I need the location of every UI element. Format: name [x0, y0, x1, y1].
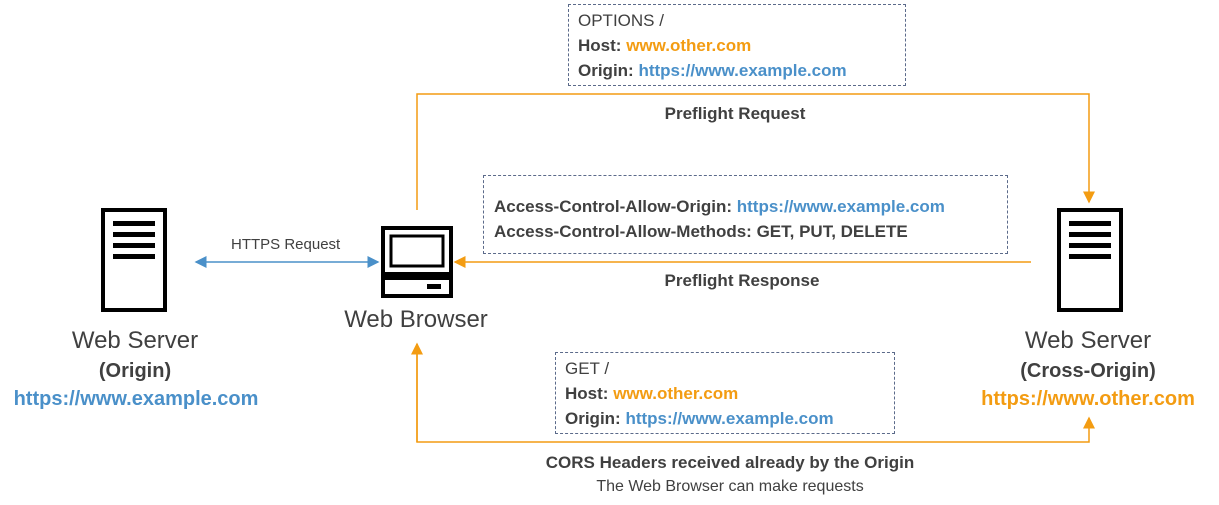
- preflight-host-value: www.other.com: [626, 36, 752, 55]
- get-request-box: GET / Host: www.other.com Origin: https:…: [555, 352, 895, 434]
- footer-subtitle: The Web Browser can make requests: [596, 478, 864, 495]
- cross-server-name: Web Server: [1024, 327, 1152, 354]
- get-host-label: Host:: [565, 384, 609, 403]
- preflight-response-label: Preflight Response: [664, 271, 820, 290]
- preflight-request-arrow: [416, 93, 1095, 210]
- preflight-response-box: Access-Control-Allow-Origin: https://www…: [483, 175, 1008, 254]
- get-host-value: www.other.com: [613, 384, 739, 403]
- https-request-label: HTTPS Request: [231, 236, 341, 253]
- cross-server-url: https://www.other.com: [981, 388, 1195, 410]
- get-origin-label: Origin:: [565, 409, 621, 428]
- preflight-origin-label: Origin:: [578, 61, 634, 80]
- origin-server-role: (Origin): [98, 360, 172, 382]
- cross-origin-server-icon: [1057, 208, 1123, 312]
- computer-icon: [381, 226, 453, 298]
- footer-title: CORS Headers received already by the Ori…: [545, 453, 915, 472]
- cross-server-role: (Cross-Origin): [1020, 360, 1156, 382]
- allow-origin-value: https://www.example.com: [736, 197, 945, 216]
- preflight-request-box: OPTIONS / Host: www.other.com Origin: ht…: [568, 4, 906, 86]
- preflight-request-label: Preflight Request: [664, 104, 806, 123]
- preflight-method: OPTIONS /: [578, 11, 664, 30]
- preflight-origin-value: https://www.example.com: [638, 61, 847, 80]
- allow-methods-label: Access-Control-Allow-Methods:: [494, 222, 752, 241]
- origin-server-name: Web Server: [71, 327, 199, 354]
- get-origin-value: https://www.example.com: [625, 409, 834, 428]
- allow-origin-label: Access-Control-Allow-Origin:: [494, 197, 733, 216]
- allow-methods-value: GET, PUT, DELETE: [756, 222, 908, 241]
- get-method: GET /: [565, 359, 610, 378]
- origin-server-url: https://www.example.com: [13, 388, 259, 410]
- origin-server-icon: [101, 208, 167, 312]
- browser-name: Web Browser: [344, 306, 488, 333]
- preflight-host-label: Host:: [578, 36, 622, 55]
